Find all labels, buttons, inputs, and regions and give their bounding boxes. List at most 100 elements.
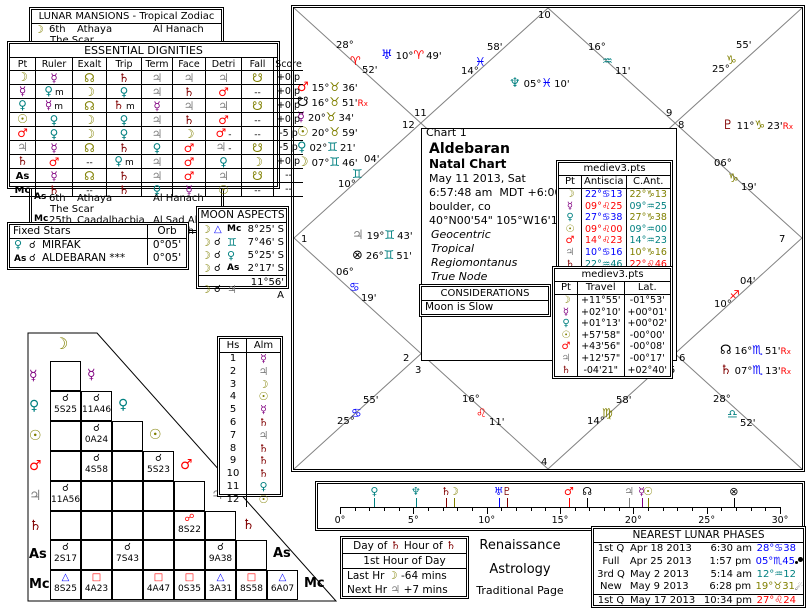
pts-row: ♂+43'56"-00°08' <box>555 341 670 353</box>
aspect-orb-value: 8S58 <box>240 584 263 594</box>
almuten-row: 4☉ <box>220 391 280 405</box>
dignity-value: ♃ <box>218 70 229 85</box>
planet-minute: 34' <box>338 113 354 124</box>
planet-degree: 15° <box>311 83 330 94</box>
aspect-orb-value: 11A56 <box>51 495 81 505</box>
almuten-cell: ♄ <box>247 417 280 430</box>
aspect-orb-value: 0S35 <box>178 584 201 594</box>
mansion-name: Athaya <box>77 24 113 35</box>
venus-row-label: ♀ <box>29 398 40 414</box>
dignity-cell: ♄ <box>172 84 206 99</box>
dignity-cell: -- <box>241 126 274 141</box>
dignity-value: ♃ <box>183 98 195 113</box>
saturn-glyph: ♄ <box>561 364 571 376</box>
planet-sign-icon: ♓ <box>541 76 553 90</box>
hs-column-header: Hs <box>220 339 247 352</box>
aspect-grid-cell <box>143 540 174 570</box>
dignity-cell: -- <box>72 154 107 169</box>
essential-dignities-title: ESSENTIAL DIGNITIES <box>10 44 277 58</box>
dignity-cell: ♂ <box>205 112 242 127</box>
dignity-cell: ☋ <box>241 98 274 113</box>
aspect-icon: ☌ <box>214 237 221 248</box>
aspect-grid-cell: □8S58 <box>236 570 267 600</box>
sun-position: ☉20°♉59' <box>297 123 358 139</box>
ruler-tick <box>413 507 415 514</box>
dignity-cell: ♃ <box>172 98 206 113</box>
pts-row: ☉+57'58"-00°00' <box>555 329 670 342</box>
mansion-name: Athaya <box>77 193 113 204</box>
house-number-cell: 4 <box>220 391 247 405</box>
dignity-cell: ♀ <box>141 182 173 197</box>
mercury-glyph: ☿ <box>18 84 27 98</box>
moon-glyph: ☽ <box>201 282 211 296</box>
saturn-row-label: ♄ <box>29 518 42 534</box>
planet-minute: 46' <box>342 158 358 169</box>
branding: Renaissance Astrology Traditional Page <box>468 538 572 597</box>
house-number-cell: 3 <box>220 378 247 392</box>
planet-degree: 07° <box>734 366 753 377</box>
sun-glyph: ☉ <box>565 223 575 235</box>
almuten-row: 1☿ <box>220 353 280 366</box>
ruler-tick <box>354 507 356 511</box>
planet-minute: 36' <box>342 83 358 94</box>
planet-degree: 20° <box>311 128 330 139</box>
cusp-degree: 25° <box>337 416 355 427</box>
dignity-value: -- <box>254 129 261 140</box>
dignity-row: ♂♀☽♀♃☽♂----5 p <box>10 126 303 141</box>
day-hour-segment: +7 mins <box>400 584 448 596</box>
dignity-value: ♀ <box>219 154 228 169</box>
dignity-cell: ☿ <box>35 168 73 183</box>
house-number: 4 <box>541 457 548 468</box>
dignity-value: ☊ <box>84 98 95 113</box>
aspect-orb: 7°46' S <box>247 237 284 248</box>
mc-row-label: Mc <box>29 577 50 592</box>
aspect-target: ♊ <box>227 236 237 249</box>
dignity-cell: -- <box>72 182 107 197</box>
ruler-tick <box>618 507 620 511</box>
phase-name: 3rd Q <box>597 568 625 580</box>
aspect-grid-cell <box>112 511 143 540</box>
moon-aspect-row: ☽☌ ♊ 7°46' S <box>199 236 286 249</box>
moon-glyph: ☽ <box>201 236 211 249</box>
day-hour-segment: Hour of <box>400 540 446 552</box>
dignity-value: m <box>125 158 134 168</box>
aspect-grid-cell <box>112 570 143 600</box>
neptune-ruler-glyph: ♆ <box>410 485 421 498</box>
house-number-cell: 7 <box>220 429 247 443</box>
pts-pt-cell: ☽ <box>555 295 578 307</box>
column-header: Face <box>172 58 206 71</box>
aspect-grid-cell: □0S35 <box>174 570 205 600</box>
sun-glyph: ☉ <box>258 492 269 506</box>
mercury-diagonal-glyph: ☿ <box>87 367 96 383</box>
venus-ruler-glyph: ♀ <box>370 485 379 498</box>
dignity-cell: ☿ <box>172 182 206 197</box>
ruler-tick <box>384 507 385 511</box>
cusp-degree: 06° <box>336 267 354 278</box>
pts-pt-cell: ♃ <box>555 352 578 365</box>
almuten-cell: ☿ <box>247 353 280 366</box>
aspect-grid-cell: ☌5S23 <box>143 451 174 481</box>
pts-value-2: -01°53' <box>629 295 665 306</box>
cusp-minute: 04' <box>740 276 756 287</box>
triangle-outline <box>27 332 338 602</box>
phase-position: 19°♉31 <box>755 581 795 593</box>
aspect-grid-cell <box>50 451 81 481</box>
mars-row-label: ♂ <box>29 458 42 474</box>
jupiter-glyph: ♃ <box>565 246 575 258</box>
pts-pt-cell: ♂ <box>559 235 582 247</box>
dignity-value: ♀ <box>119 126 129 141</box>
aspect-grid-cell: △6A07 <box>267 570 298 600</box>
dignity-cell: ♃ <box>141 154 173 169</box>
mercury-position: ☿20°♉34' <box>297 108 354 124</box>
aspect-icon: △ <box>214 224 222 235</box>
ruler-tick <box>516 507 517 511</box>
almuten-row: 6♄ <box>220 416 280 430</box>
dignity-value: -- <box>86 185 93 196</box>
ruler-planet-stem <box>733 498 735 507</box>
venus-diagonal-glyph: ♀ <box>118 397 129 413</box>
cusp-degree: 10° <box>714 299 732 310</box>
